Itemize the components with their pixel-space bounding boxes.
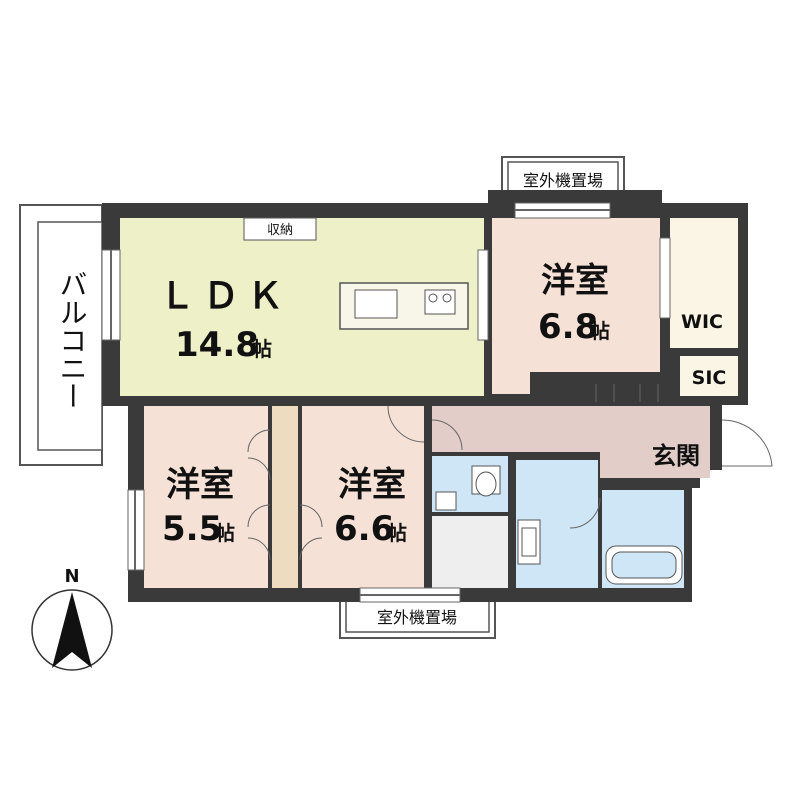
western-ne-unit: 帖: [590, 319, 610, 343]
western-s-unit: 帖: [387, 521, 407, 545]
room-wic: [670, 218, 738, 348]
ldk-unit: 帖: [252, 337, 272, 361]
room-western-sw: [144, 406, 268, 588]
storage-niche: [243, 217, 317, 241]
western-ne-size: 6.8: [538, 307, 598, 347]
western-sw-unit: 帖: [215, 521, 235, 545]
balcony-inner: [37, 221, 103, 451]
north-label: N: [64, 566, 79, 587]
western-sw-size: 5.5: [162, 509, 222, 549]
north-arrow-icon: [52, 592, 92, 668]
corridor-small: [432, 516, 508, 588]
room-entrance: [640, 406, 710, 478]
room-hall: [432, 406, 680, 478]
outdoor-unit-top-label: 室外機置場: [523, 171, 603, 190]
western-s-size: 6.6: [334, 509, 394, 549]
kitchen-counter: [339, 282, 469, 330]
toilet-fixture: [435, 465, 501, 511]
outdoor-unit-bottom-label: 室外機置場: [377, 608, 457, 627]
western-ne-name: 洋室: [541, 261, 609, 301]
doors: [387, 384, 773, 529]
room-western-ne: [492, 218, 660, 394]
ldk-size: 14.8: [175, 325, 259, 365]
western-sw-name: 洋室: [166, 465, 234, 505]
western-s-name: 洋室: [338, 465, 406, 505]
washbasin: [517, 519, 541, 565]
compass-circle: [31, 589, 113, 671]
ldk-name: ＬＤＫ: [159, 276, 291, 317]
windows: [101, 202, 671, 603]
closet-doors: [247, 429, 323, 561]
entrance-label: 玄関: [652, 442, 700, 470]
sic-label: SIC: [692, 367, 727, 389]
storage-label: 収納: [267, 223, 293, 238]
compass: N: [31, 566, 113, 671]
wic-label: WIC: [681, 311, 723, 333]
room-sic: [680, 356, 738, 396]
bathtub: [605, 545, 683, 585]
closet-strip: [270, 406, 300, 588]
balcony-label: バルコニー: [56, 270, 89, 410]
